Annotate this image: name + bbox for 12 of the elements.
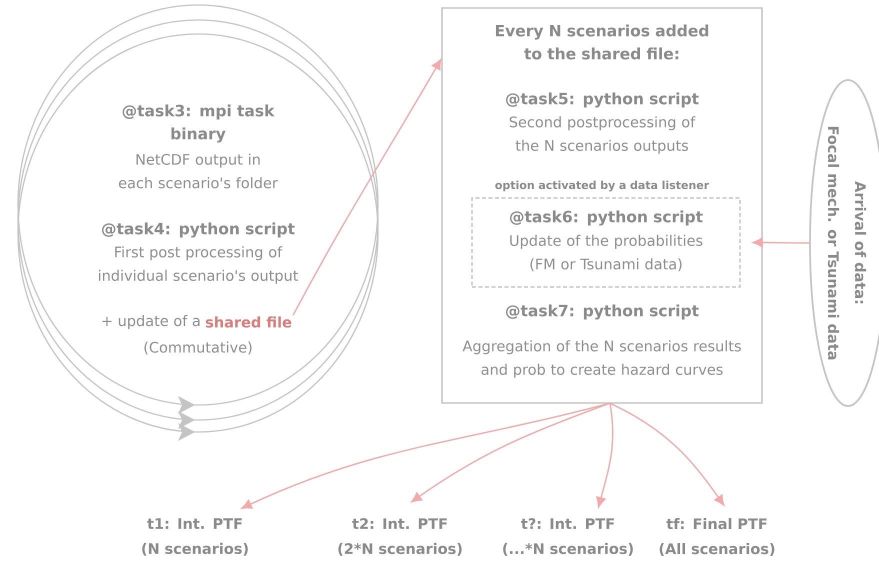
arrow (596, 403, 614, 508)
dashed-box: @task6: python script Update of the probabilities (FM or Tsunami data) (471, 197, 741, 288)
arrow (292, 59, 442, 316)
arrow (411, 402, 610, 502)
output-label: t2: Int. PTF (2*N scenarios) (338, 518, 462, 556)
arrow (752, 238, 810, 248)
arrow (610, 402, 724, 506)
output-label: t1: Int. PTF (N scenarios) (142, 518, 248, 556)
arrow (241, 402, 610, 509)
highlighted-text: shared file (206, 316, 292, 328)
output-label: t?: Int. PTF (...*N scenarios) (503, 518, 633, 556)
output-label: tf: Final PTF (All scenarios) (660, 518, 774, 556)
